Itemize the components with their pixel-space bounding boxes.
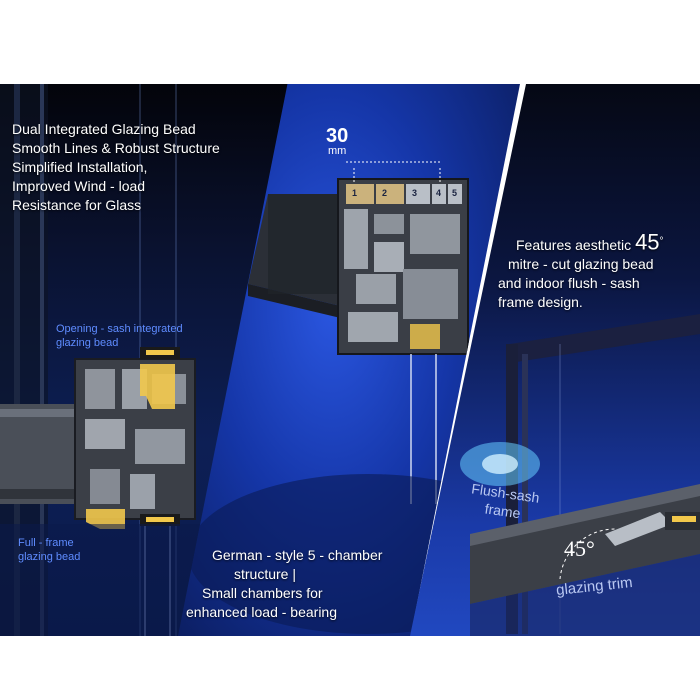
label-line: Full - frame — [18, 537, 74, 549]
dimension-label: 30 mm — [326, 126, 348, 157]
chamber-number-row: 1 2 3 4 5 — [348, 188, 468, 202]
label-line: glazing bead — [18, 551, 81, 563]
left-caption-line: Resistance for Glass — [12, 197, 142, 213]
middle-caption-line: structure | — [234, 566, 296, 582]
right-window-illustration — [460, 314, 700, 636]
chamber-number: 4 — [436, 188, 442, 198]
chamber-number: 1 — [352, 188, 358, 198]
left-caption: Dual Integrated Glazing Bead Smooth Line… — [12, 120, 272, 215]
right-caption-line: and indoor flush - sash — [498, 274, 640, 291]
label-line: glazing bead — [56, 337, 119, 349]
right-caption-line: frame design. — [498, 293, 583, 310]
dimension-unit: mm — [327, 145, 347, 157]
right-degree-symbol: ° — [659, 236, 664, 247]
chamber-number: 3 — [412, 188, 418, 198]
left-caption-line: Simplified Installation, — [12, 159, 148, 175]
middle-caption: German - style 5 - chamber structure | S… — [186, 546, 426, 622]
chamber-number: 2 — [382, 188, 388, 198]
dimension-value: 30 — [326, 125, 349, 147]
right-caption-line: mitre - cut glazing bead — [508, 255, 654, 272]
right-degree-value: 45 — [635, 229, 660, 255]
chamber-number: 5 — [452, 188, 458, 198]
right-caption-prefix: Features aesthetic — [516, 236, 632, 253]
left-caption-line: Smooth Lines & Robust Structure — [12, 140, 220, 156]
left-caption-line: Dual Integrated Glazing Bead — [12, 121, 196, 137]
label-opening-sash-bead: Opening - sash integrated glazing bead — [56, 322, 183, 350]
middle-caption-line: German - style 5 - chamber — [212, 547, 383, 563]
label-full-frame-bead: Full - frame glazing bead — [18, 536, 80, 564]
middle-caption-line: Small chambers for — [202, 585, 323, 601]
label-line: Opening - sash integrated — [56, 323, 183, 335]
left-caption-line: Improved Wind - load — [12, 178, 146, 194]
right-caption: Features aesthetic 45° mitre - cut glazi… — [498, 229, 698, 312]
middle-caption-line: enhanced load - bearing — [186, 604, 338, 620]
label-angle: 45° — [564, 536, 595, 561]
panel-mitre-cut-bead: Features aesthetic 45° mitre - cut glazi… — [410, 84, 700, 636]
